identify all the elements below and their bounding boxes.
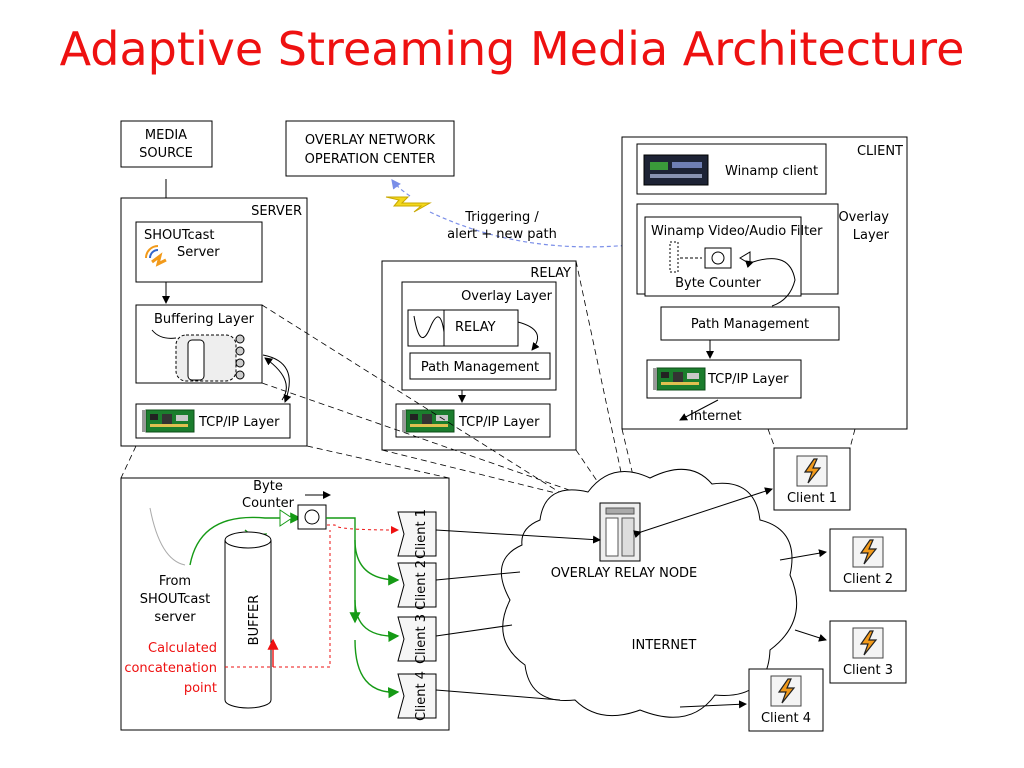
client-slot-4-label: Client 4	[414, 671, 429, 721]
client-slot-4: Client 4	[397, 671, 437, 721]
client-path-management-box	[660, 306, 840, 341]
winamp-icon	[796, 455, 828, 487]
client-2-label: Client 2	[843, 572, 893, 587]
relay-inner-label: RELAY	[455, 320, 496, 335]
concat-label-2: concatenation	[124, 661, 217, 676]
client-slot-3: Client 3	[397, 614, 437, 664]
client-label: CLIENT	[857, 144, 903, 159]
client-slot-2: Client 2	[397, 560, 437, 610]
client-slot-3-label: Client 3	[414, 614, 429, 664]
relay-label: RELAY	[530, 266, 571, 281]
winamp-icon	[852, 536, 884, 568]
noc-box	[285, 120, 455, 177]
noc-label-1: OVERLAY NETWORK	[305, 133, 436, 148]
noc-label-2: OPERATION CENTER	[305, 152, 436, 167]
relay-path-management-box	[409, 352, 551, 380]
client-1-label: Client 1	[787, 491, 837, 506]
internet-label: INTERNET	[632, 638, 697, 653]
detail-byte-counter-label-1: Byte	[253, 479, 283, 494]
internet-small-label: Internet	[690, 409, 742, 424]
client-slot-1-label: Client 1	[414, 509, 429, 559]
server-tcpip-label: TCP/IP Layer	[198, 415, 280, 430]
client-4-box: Client 4	[748, 668, 824, 732]
relay-overlay-label: Overlay Layer	[461, 289, 553, 304]
winamp-icon	[770, 675, 802, 707]
from-shoutcast-label-1: From	[159, 574, 191, 589]
relay-node-label: OVERLAY RELAY NODE	[551, 566, 698, 581]
client-overlay-label-2: Layer	[853, 228, 890, 243]
from-shoutcast-label-3: server	[154, 610, 196, 625]
concat-label-1: Calculated	[148, 641, 217, 656]
client-1-box: Client 1	[773, 447, 851, 511]
media-source-box	[120, 120, 213, 168]
client-overlay-label-1: Overlay	[838, 210, 889, 225]
lightning-icon	[385, 196, 432, 213]
shoutcast-label-2: Server	[177, 245, 220, 260]
media-source-label-2: SOURCE	[139, 146, 193, 161]
shoutcast-icon	[145, 245, 167, 267]
relay-path-management-label: Path Management	[421, 360, 539, 375]
shoutcast-label-1: SHOUTcast	[144, 228, 215, 243]
client-slot-1: Client 1	[397, 509, 437, 559]
triggering-label-1: Triggering /	[464, 210, 539, 225]
buffer-label: BUFFER	[247, 595, 262, 646]
detail-byte-counter-label-2: Counter	[242, 496, 295, 511]
client-path-management-label: Path Management	[691, 317, 809, 332]
page-title: Adaptive Streaming Media Architecture	[59, 22, 965, 76]
winamp-filter-label: Winamp Video/Audio Filter	[651, 224, 823, 239]
relay-inner-box	[407, 309, 519, 347]
concat-label-3: point	[184, 681, 217, 696]
media-source-label-1: MEDIA	[145, 128, 187, 143]
client-3-box: Client 3	[829, 620, 907, 684]
client-slot-2-label: Client 2	[414, 560, 429, 610]
relay-node-server-icon	[599, 502, 641, 562]
relay-tcpip-label: TCP/IP Layer	[458, 415, 540, 430]
winamp-icon	[852, 627, 884, 659]
client-2-box: Client 2	[829, 528, 907, 592]
from-shoutcast-label-2: SHOUTcast	[140, 592, 211, 607]
shoutcast-box	[135, 221, 263, 283]
winamp-client-label: Winamp client	[725, 164, 818, 179]
server-label: SERVER	[251, 204, 302, 219]
client-3-label: Client 3	[843, 663, 893, 678]
client-byte-counter-label: Byte Counter	[675, 276, 761, 291]
client-tcpip-label: TCP/IP Layer	[707, 372, 789, 387]
buffering-layer-label: Buffering Layer	[154, 312, 255, 327]
client-4-label: Client 4	[761, 711, 811, 726]
triggering-label-2: alert + new path	[447, 227, 557, 242]
